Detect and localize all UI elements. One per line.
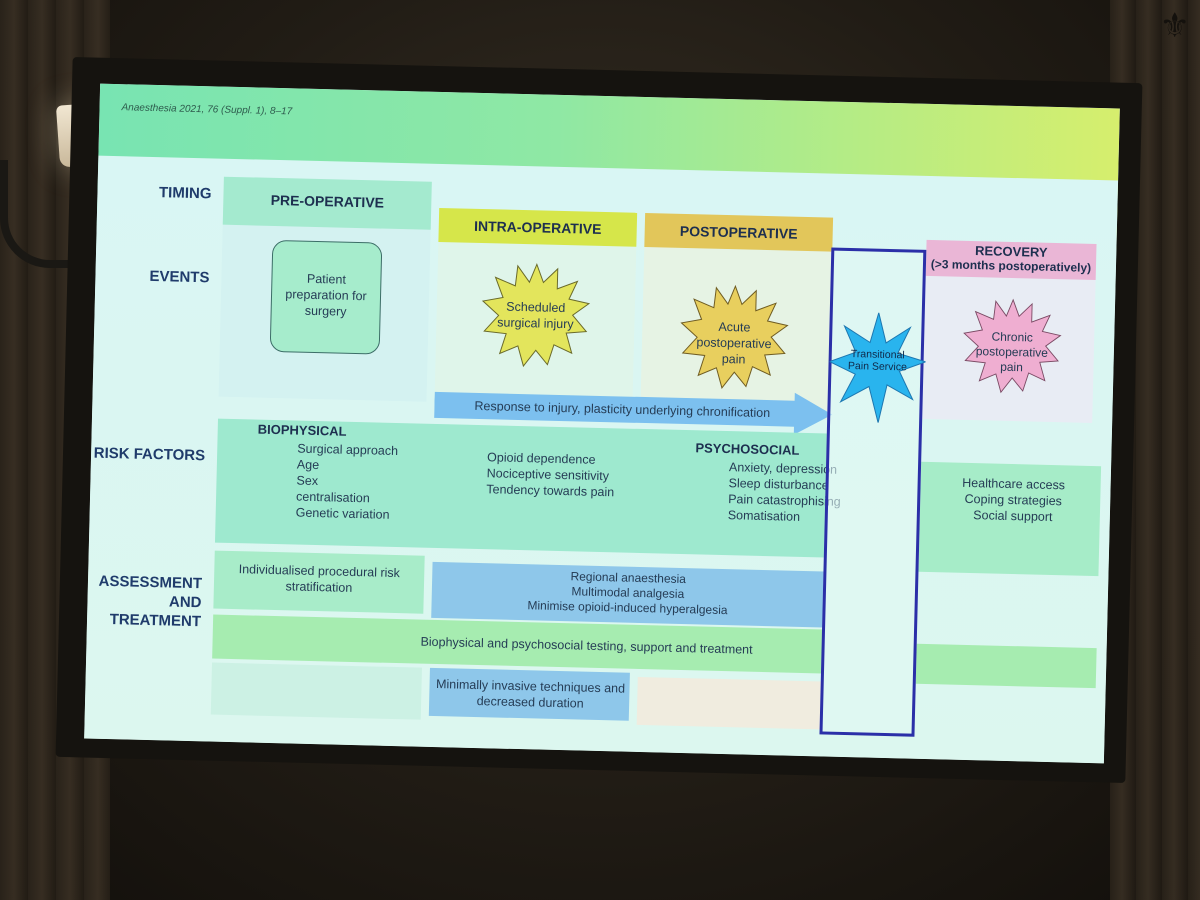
acute-postoperative-pain-star bbox=[680, 284, 789, 390]
scheduled-surgical-injury-text: Scheduled surgical injury bbox=[497, 299, 574, 332]
risk-middle-item-3: Tendency towards pain bbox=[486, 482, 615, 500]
pre-bottom-band bbox=[210, 662, 422, 720]
biophysical-title: BIOPHYSICAL bbox=[257, 421, 347, 439]
psychosocial-title: PSYCHOSOCIAL bbox=[695, 440, 800, 458]
biophysical-item-2: Age bbox=[296, 457, 320, 473]
transitional-pain-service-star-shape bbox=[828, 311, 927, 423]
psychosocial-item-4: Somatisation bbox=[727, 508, 801, 524]
presentation-slide: Anaesthesia 2021, 76 (Suppl. 1), 8–17 TI… bbox=[84, 83, 1120, 764]
patient-preparation-text: Patient preparation for surgery bbox=[285, 271, 367, 319]
row-label-risk-factors: RISK FACTORS bbox=[93, 444, 206, 465]
phase-recovery-subtitle: (>3 months postoperatively) bbox=[930, 256, 1092, 275]
row-label-timing: TIMING bbox=[158, 184, 212, 203]
biophysical-item-5: Genetic variation bbox=[295, 505, 390, 522]
phase-recovery: RECOVERY (>3 months postoperatively) bbox=[925, 239, 1097, 281]
acute-postoperative-pain-text: Acute postoperative pain bbox=[696, 319, 772, 367]
wall-lamp-arm bbox=[0, 160, 94, 268]
response-to-injury-arrow-shape bbox=[434, 391, 833, 435]
scheduled-surgical-injury-star bbox=[481, 262, 591, 368]
response-to-injury-arrow bbox=[434, 391, 833, 435]
chronic-postoperative-pain-text: Chronic postoperative pain bbox=[975, 329, 1049, 375]
phase-postoperative: POSTOPERATIVE bbox=[644, 212, 834, 252]
individualised-text: Individualised procedural risk stratific… bbox=[238, 562, 401, 595]
minimally-invasive-text: Minimally invasive techniques and decrea… bbox=[435, 677, 626, 711]
testing-band-recovery bbox=[915, 643, 1097, 689]
fleur-ornament-icon: ⚜ bbox=[1159, 7, 1190, 45]
post-bottom-band bbox=[636, 676, 822, 730]
chronic-postoperative-pain-star bbox=[963, 298, 1062, 394]
chronic-postoperative-pain-star-shape bbox=[963, 298, 1062, 394]
transitional-pain-service-text: Transitional Pain Service bbox=[847, 348, 908, 374]
scheduled-surgical-injury-star-shape bbox=[481, 262, 591, 368]
biophysical-item-3: Sex bbox=[296, 473, 319, 489]
recovery-risk-item-3: Social support bbox=[973, 508, 1053, 525]
phase-intra-operative: INTRA-OPERATIVE bbox=[438, 207, 638, 247]
biophysical-item-4: centralisation bbox=[295, 489, 370, 506]
acute-postoperative-pain-star-shape bbox=[680, 284, 789, 390]
row-label-events: EVENTS bbox=[149, 267, 210, 287]
row-label-and: AND bbox=[168, 593, 202, 612]
phase-pre-operative: PRE-OPERATIVE bbox=[222, 176, 432, 230]
transitional-pain-service-star bbox=[828, 311, 927, 423]
row-label-treatment: TREATMENT bbox=[109, 611, 202, 631]
